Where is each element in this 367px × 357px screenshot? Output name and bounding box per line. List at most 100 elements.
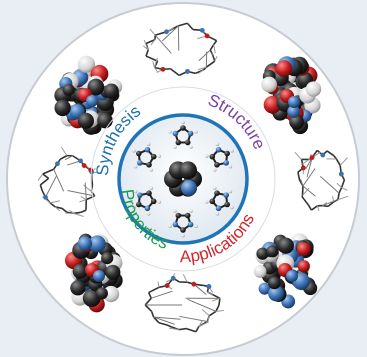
bond — [327, 201, 335, 208]
hydrogen-atom — [194, 129, 198, 134]
bond — [324, 199, 339, 206]
bond — [54, 206, 63, 210]
inner-ring — [117, 113, 249, 245]
atom — [146, 190, 152, 196]
hydrogen-atom — [149, 186, 154, 190]
bond — [144, 297, 152, 306]
carbon-atom — [179, 161, 197, 180]
hydrogen-atom — [228, 189, 233, 194]
bond — [198, 49, 211, 62]
label-ring-guide — [90, 86, 276, 272]
bond — [157, 281, 160, 288]
atom — [137, 192, 143, 198]
bottom-wireframe-stack — [144, 273, 224, 333]
bond — [307, 204, 313, 211]
atom — [224, 150, 230, 157]
lower-right-spacefill-cage — [253, 233, 318, 309]
atom — [180, 125, 186, 131]
atom-sphere — [62, 83, 75, 96]
nitrogen-atom — [320, 152, 326, 158]
molecule-ring — [37, 22, 349, 333]
atom-sphere — [289, 114, 304, 130]
atom — [209, 198, 216, 205]
bond — [50, 200, 60, 204]
hydrogen-atom — [168, 224, 172, 229]
bond — [214, 56, 218, 62]
bond — [61, 207, 68, 213]
bond — [338, 187, 343, 194]
oxygen-atom — [191, 281, 197, 287]
bond — [148, 286, 160, 294]
hydrogen-atom — [204, 154, 209, 158]
hydrogen-atom — [230, 148, 234, 153]
nitrogen-atom — [181, 180, 197, 196]
atom — [209, 153, 216, 160]
bond — [337, 193, 340, 200]
right-wireframe-cage — [294, 149, 349, 212]
bond — [205, 60, 216, 68]
nitrogen-atom — [199, 27, 205, 33]
bond — [153, 316, 160, 324]
bond — [64, 155, 73, 161]
bond — [145, 55, 158, 62]
bond — [300, 178, 304, 187]
atom — [137, 160, 143, 166]
bond — [169, 68, 180, 76]
atom — [175, 212, 182, 219]
hydrogen-atom — [157, 200, 162, 204]
atom-sphere — [95, 287, 108, 300]
bond — [168, 327, 179, 331]
bond — [326, 150, 335, 157]
nitrogen-atom — [286, 270, 298, 282]
bond — [178, 327, 187, 331]
hydrogen-atom — [215, 212, 220, 216]
bond — [149, 28, 156, 36]
bond — [145, 38, 156, 45]
bond — [207, 291, 214, 295]
hydrogen-atom — [189, 145, 193, 149]
bond — [213, 44, 216, 54]
oxygen-atom — [160, 66, 166, 72]
bond — [80, 209, 87, 214]
nitrogen-atom — [338, 171, 344, 177]
upper-right-spacefill — [261, 56, 322, 135]
bond — [316, 205, 320, 212]
hydrogen-atom — [132, 148, 136, 153]
bond — [306, 157, 313, 178]
atom-sphere — [258, 282, 271, 295]
bond — [186, 22, 194, 31]
imidazolium-ring — [132, 186, 162, 216]
bond — [198, 320, 203, 327]
oxygen-atom — [88, 167, 94, 173]
atom-sphere — [77, 112, 94, 129]
bond — [147, 292, 152, 299]
nitrogen-atom — [55, 161, 60, 167]
hydrogen-atom — [146, 212, 151, 216]
bond — [37, 173, 44, 181]
atom — [223, 160, 229, 166]
atom-sphere — [261, 76, 277, 93]
imidazolium-ring — [132, 142, 162, 172]
bond — [85, 195, 96, 201]
hydrogen-atom — [212, 186, 217, 190]
atom-sphere — [297, 260, 310, 273]
atom-sphere — [268, 276, 281, 290]
atom — [150, 198, 157, 205]
bond — [339, 157, 348, 166]
atom-sphere — [88, 235, 106, 253]
bond — [212, 54, 216, 62]
atom-sphere — [102, 285, 120, 303]
bond — [297, 171, 301, 181]
atom — [215, 146, 222, 153]
hydrogen-atom — [173, 145, 177, 149]
bond — [53, 169, 65, 192]
bond — [153, 316, 175, 325]
atom — [175, 139, 182, 146]
hydrogen-atom — [215, 142, 220, 146]
atom — [223, 192, 229, 198]
bond — [153, 316, 181, 320]
bond — [45, 176, 57, 198]
nitrogen-atom — [93, 270, 105, 282]
nitrogen-atom — [164, 29, 169, 35]
